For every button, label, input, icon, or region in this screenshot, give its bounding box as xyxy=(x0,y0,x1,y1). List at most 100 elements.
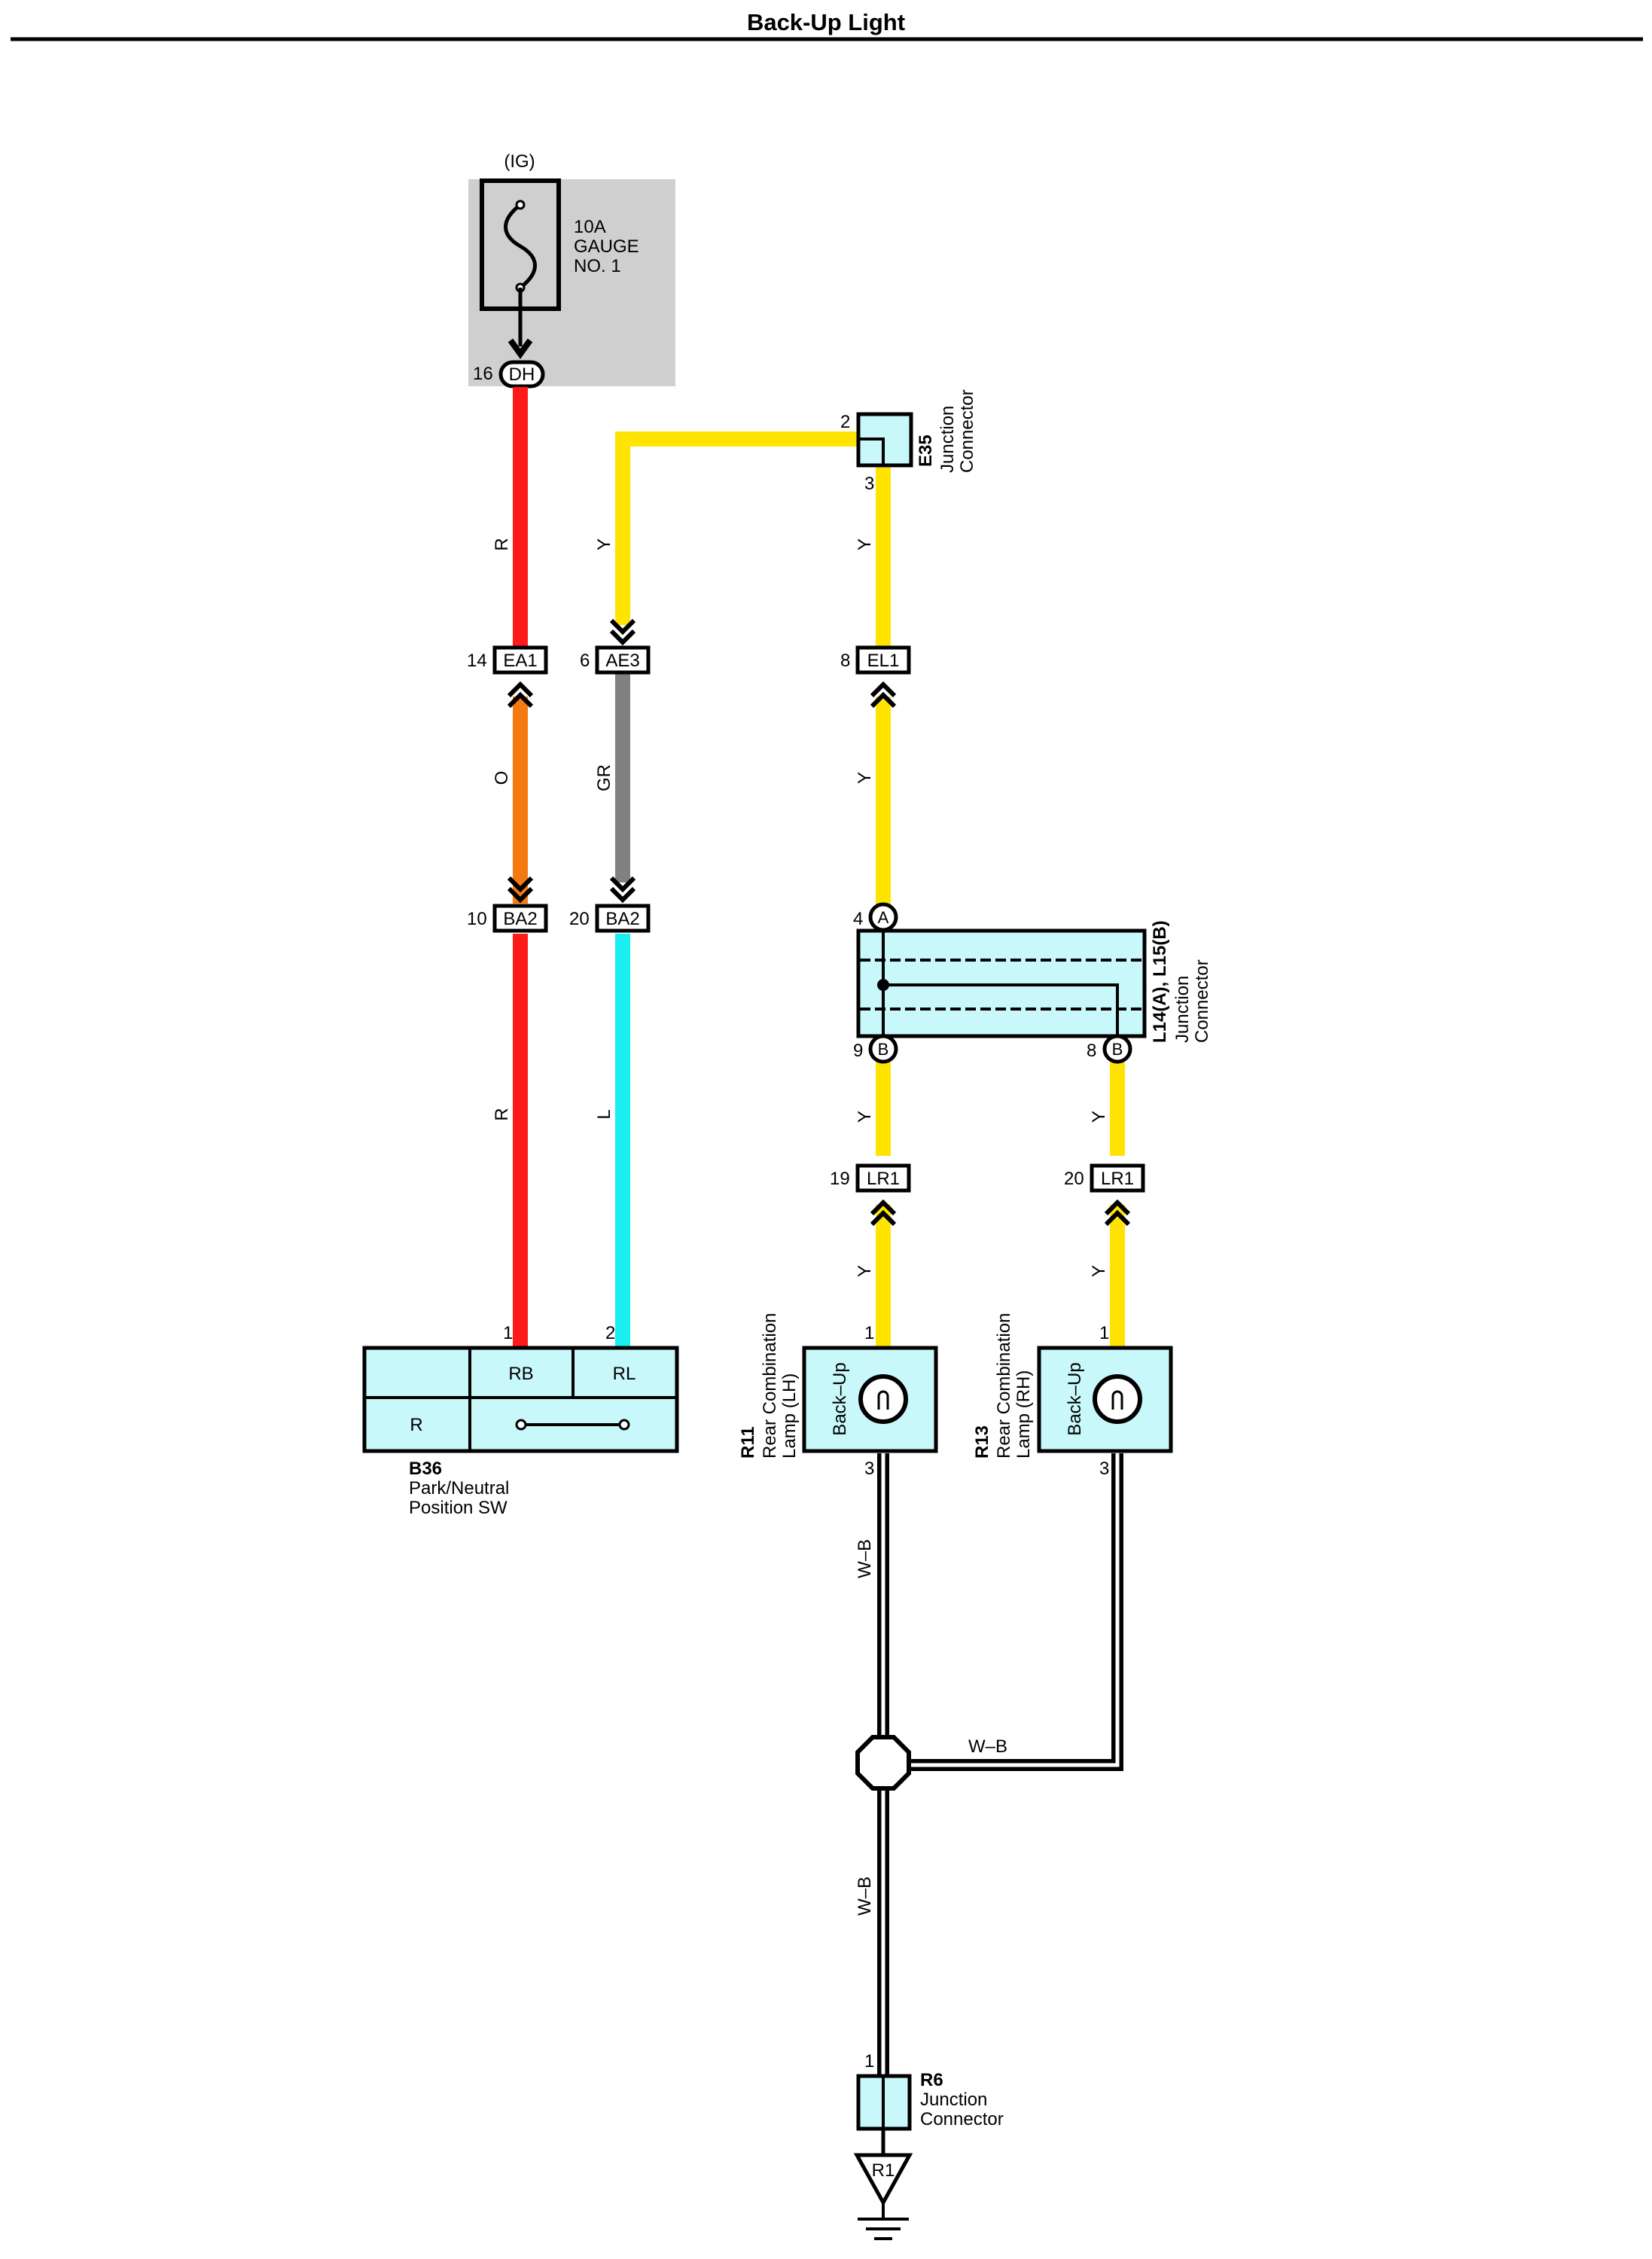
fuse-name-line1: GAUGE xyxy=(574,236,639,257)
junction-e35-pin-out: 3 xyxy=(864,474,874,494)
connector-ba2-left xyxy=(492,904,548,933)
junction-e35-name-line1: Junction xyxy=(937,406,958,473)
junction-r6-name-line1: Junction xyxy=(920,2090,987,2110)
bulb-filament xyxy=(877,1390,889,1410)
wire-label-o: O xyxy=(492,771,512,785)
lamp-r11-pin-out: 3 xyxy=(864,1459,874,1479)
chevron-up-icon xyxy=(870,681,897,709)
junction-l14-pin-b1-letter: B xyxy=(878,1040,889,1059)
fuse-rating: 10A xyxy=(574,217,606,237)
wire-label-y-el1: Y xyxy=(855,772,875,784)
switch-b36-row-r: R xyxy=(410,1415,422,1435)
fuse-connector-dh xyxy=(498,360,545,389)
connector-ba2-right-code: BA2 xyxy=(605,909,639,929)
switch-b36-col-rl: RL xyxy=(613,1364,636,1384)
switch-b36-box xyxy=(362,1346,679,1453)
connector-lr1-left-pin: 19 xyxy=(830,1169,850,1189)
connector-ae3 xyxy=(595,645,651,675)
junction-e35-internal xyxy=(860,437,885,465)
chevron-up-icon xyxy=(1104,1199,1131,1227)
connector-lr1-right-pin: 20 xyxy=(1064,1169,1084,1189)
wire-label-wb-ground: W–B xyxy=(855,1876,875,1916)
junction-l14-pin-a-letter: A xyxy=(878,908,889,927)
fuse-name-line2: NO. 1 xyxy=(574,256,621,276)
connector-ea1-pin: 14 xyxy=(467,651,487,671)
fuse-connector-code: DH xyxy=(509,364,535,385)
switch-b36-pin1: 1 xyxy=(503,1323,513,1343)
wire-label-y-e35: Y xyxy=(855,538,875,550)
switch-b36-name-line1: Park/Neutral xyxy=(409,1478,509,1498)
fuse-pin-number: 16 xyxy=(473,364,493,384)
lamp-r11-code: R11 xyxy=(738,1426,758,1459)
wire-label-gr: GR xyxy=(594,764,614,791)
switch-b36-pin2: 2 xyxy=(605,1323,615,1343)
lamp-r13-name-line2: Lamp (RH) xyxy=(1013,1370,1034,1459)
wire-wb-rh xyxy=(907,1453,1123,1771)
chevron-up-icon xyxy=(507,681,534,709)
power-source-label: (IG) xyxy=(504,151,535,172)
wire-label-r-bottom: R xyxy=(492,1108,512,1120)
connector-ba2-right xyxy=(595,904,651,933)
wire-label-wb-splice: W–B xyxy=(968,1736,1007,1757)
lamp-r13-function: Back–Up xyxy=(1065,1362,1085,1435)
connector-el1-pin: 8 xyxy=(840,651,850,671)
chevron-up-icon xyxy=(870,1199,897,1227)
junction-e35-code: E35 xyxy=(916,434,936,467)
fuse-element xyxy=(504,203,537,289)
bulb-icon xyxy=(1093,1374,1142,1424)
connector-el1 xyxy=(855,645,911,675)
junction-l14-code: L14(A), L15(B) xyxy=(1150,920,1170,1043)
fuse-arrow-icon xyxy=(507,338,533,359)
wire-label-y-left: Y xyxy=(594,538,614,550)
connector-ea1 xyxy=(492,645,548,675)
bulb-icon xyxy=(858,1374,908,1424)
diagram-title: Back-Up Light xyxy=(747,9,905,35)
wire-label-y-lh-upper: Y xyxy=(855,1111,875,1123)
switch-b36-col-rb: RB xyxy=(508,1364,533,1384)
connector-ea1-code: EA1 xyxy=(503,651,537,671)
lamp-r11-name-line2: Lamp (LH) xyxy=(779,1373,800,1459)
junction-l14-pin-b2-num: 8 xyxy=(1087,1041,1096,1061)
junction-r6-pin: 1 xyxy=(864,2051,874,2072)
junction-l14-pin-b1 xyxy=(868,1034,898,1064)
wire-label-y-rh-upper: Y xyxy=(1089,1111,1109,1123)
chevron-down-icon xyxy=(507,876,534,904)
switch-b36-node-rl xyxy=(618,1419,630,1431)
junction-l14-name-line1: Junction xyxy=(1172,976,1193,1043)
wire-label-r-top: R xyxy=(492,538,512,550)
fuse-terminal-top xyxy=(515,200,526,210)
chevron-down-icon xyxy=(609,876,636,904)
splice-point-icon xyxy=(855,1735,911,1791)
connector-lr1-right xyxy=(1090,1163,1145,1193)
connector-lr1-left xyxy=(855,1163,911,1193)
junction-e35-pin-in: 2 xyxy=(840,412,850,432)
connector-el1-code: EL1 xyxy=(867,651,900,671)
wire-label-y-lh-lower: Y xyxy=(855,1265,875,1277)
chevron-down-icon xyxy=(609,618,636,646)
lamp-r13-pin-in: 1 xyxy=(1099,1323,1109,1343)
wire-label-l: L xyxy=(594,1109,614,1119)
junction-l14-bus-branch xyxy=(883,983,1119,1038)
lamp-r11-function: Back–Up xyxy=(830,1362,850,1435)
connector-lr1-right-code: LR1 xyxy=(1101,1169,1134,1189)
connector-ba2-left-pin: 10 xyxy=(467,909,487,929)
connector-ae3-code: AE3 xyxy=(605,651,639,671)
fuse-box-area xyxy=(468,179,675,386)
junction-l14-pin-a-num: 4 xyxy=(853,909,863,929)
junction-l14-name-line2: Connector xyxy=(1192,959,1212,1043)
junction-r6-name-line2: Connector xyxy=(920,2109,1004,2129)
junction-e35-name-line2: Connector xyxy=(957,389,977,473)
lamp-r13-name-line1: Rear Combination xyxy=(994,1313,1014,1459)
junction-l14-pin-b1-num: 9 xyxy=(853,1041,863,1061)
lamp-r13-pin-out: 3 xyxy=(1099,1459,1109,1479)
ground-point-icon xyxy=(853,2153,913,2207)
switch-b36-name-line2: Position SW xyxy=(409,1498,507,1518)
switch-b36-code: B36 xyxy=(409,1459,442,1479)
switch-b36-node-rb xyxy=(515,1419,527,1431)
connector-ba2-right-pin: 20 xyxy=(569,909,590,929)
junction-l14-pin-b2 xyxy=(1102,1034,1132,1064)
wire-yellow-e35-to-ae3 xyxy=(615,431,858,625)
connector-ae3-pin: 6 xyxy=(580,651,590,671)
junction-l14-pin-b2-letter: B xyxy=(1112,1040,1123,1059)
